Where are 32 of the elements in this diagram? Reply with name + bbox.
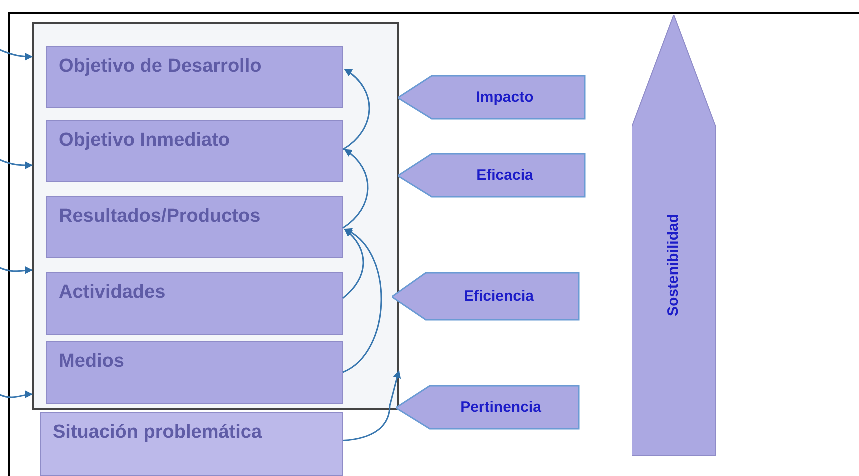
level-label: Objetivo Inmediato <box>59 129 232 153</box>
criterion-label: Pertinencia <box>460 398 542 418</box>
connector-arrow <box>342 68 370 150</box>
criterion-arrow <box>396 385 582 431</box>
up-arrow <box>632 15 716 456</box>
level-box <box>46 196 343 258</box>
sustainability-label: Sostenibilidad <box>664 214 683 316</box>
level-box <box>46 120 343 182</box>
frame-box <box>32 22 399 410</box>
level-label: Situación problemática <box>53 421 264 445</box>
level-label: Medios <box>59 350 126 374</box>
connector-arrow <box>342 228 382 374</box>
criterion-label: Eficiencia <box>462 286 534 307</box>
level-box <box>46 341 343 404</box>
connector-arrow <box>0 266 33 275</box>
criterion-arrow <box>398 153 588 199</box>
level-box <box>40 412 343 476</box>
criterion-arrow <box>398 75 588 121</box>
level-label: Objetivo de Desarrollo <box>59 55 263 79</box>
connector-arrow <box>342 370 402 442</box>
criterion-arrow <box>392 272 582 322</box>
connector-arrow <box>342 228 364 300</box>
level-label: Actividades <box>59 281 167 305</box>
connector-arrow <box>0 159 33 170</box>
connector-arrow <box>0 49 33 61</box>
connector-arrow <box>0 390 33 399</box>
level-box <box>46 46 343 108</box>
criterion-label: Impacto <box>475 88 534 108</box>
criterion-label: Eficacia <box>476 166 534 186</box>
level-label: Resultados/Productos <box>59 205 262 229</box>
connector-arrow <box>342 149 369 229</box>
level-box <box>46 272 343 335</box>
